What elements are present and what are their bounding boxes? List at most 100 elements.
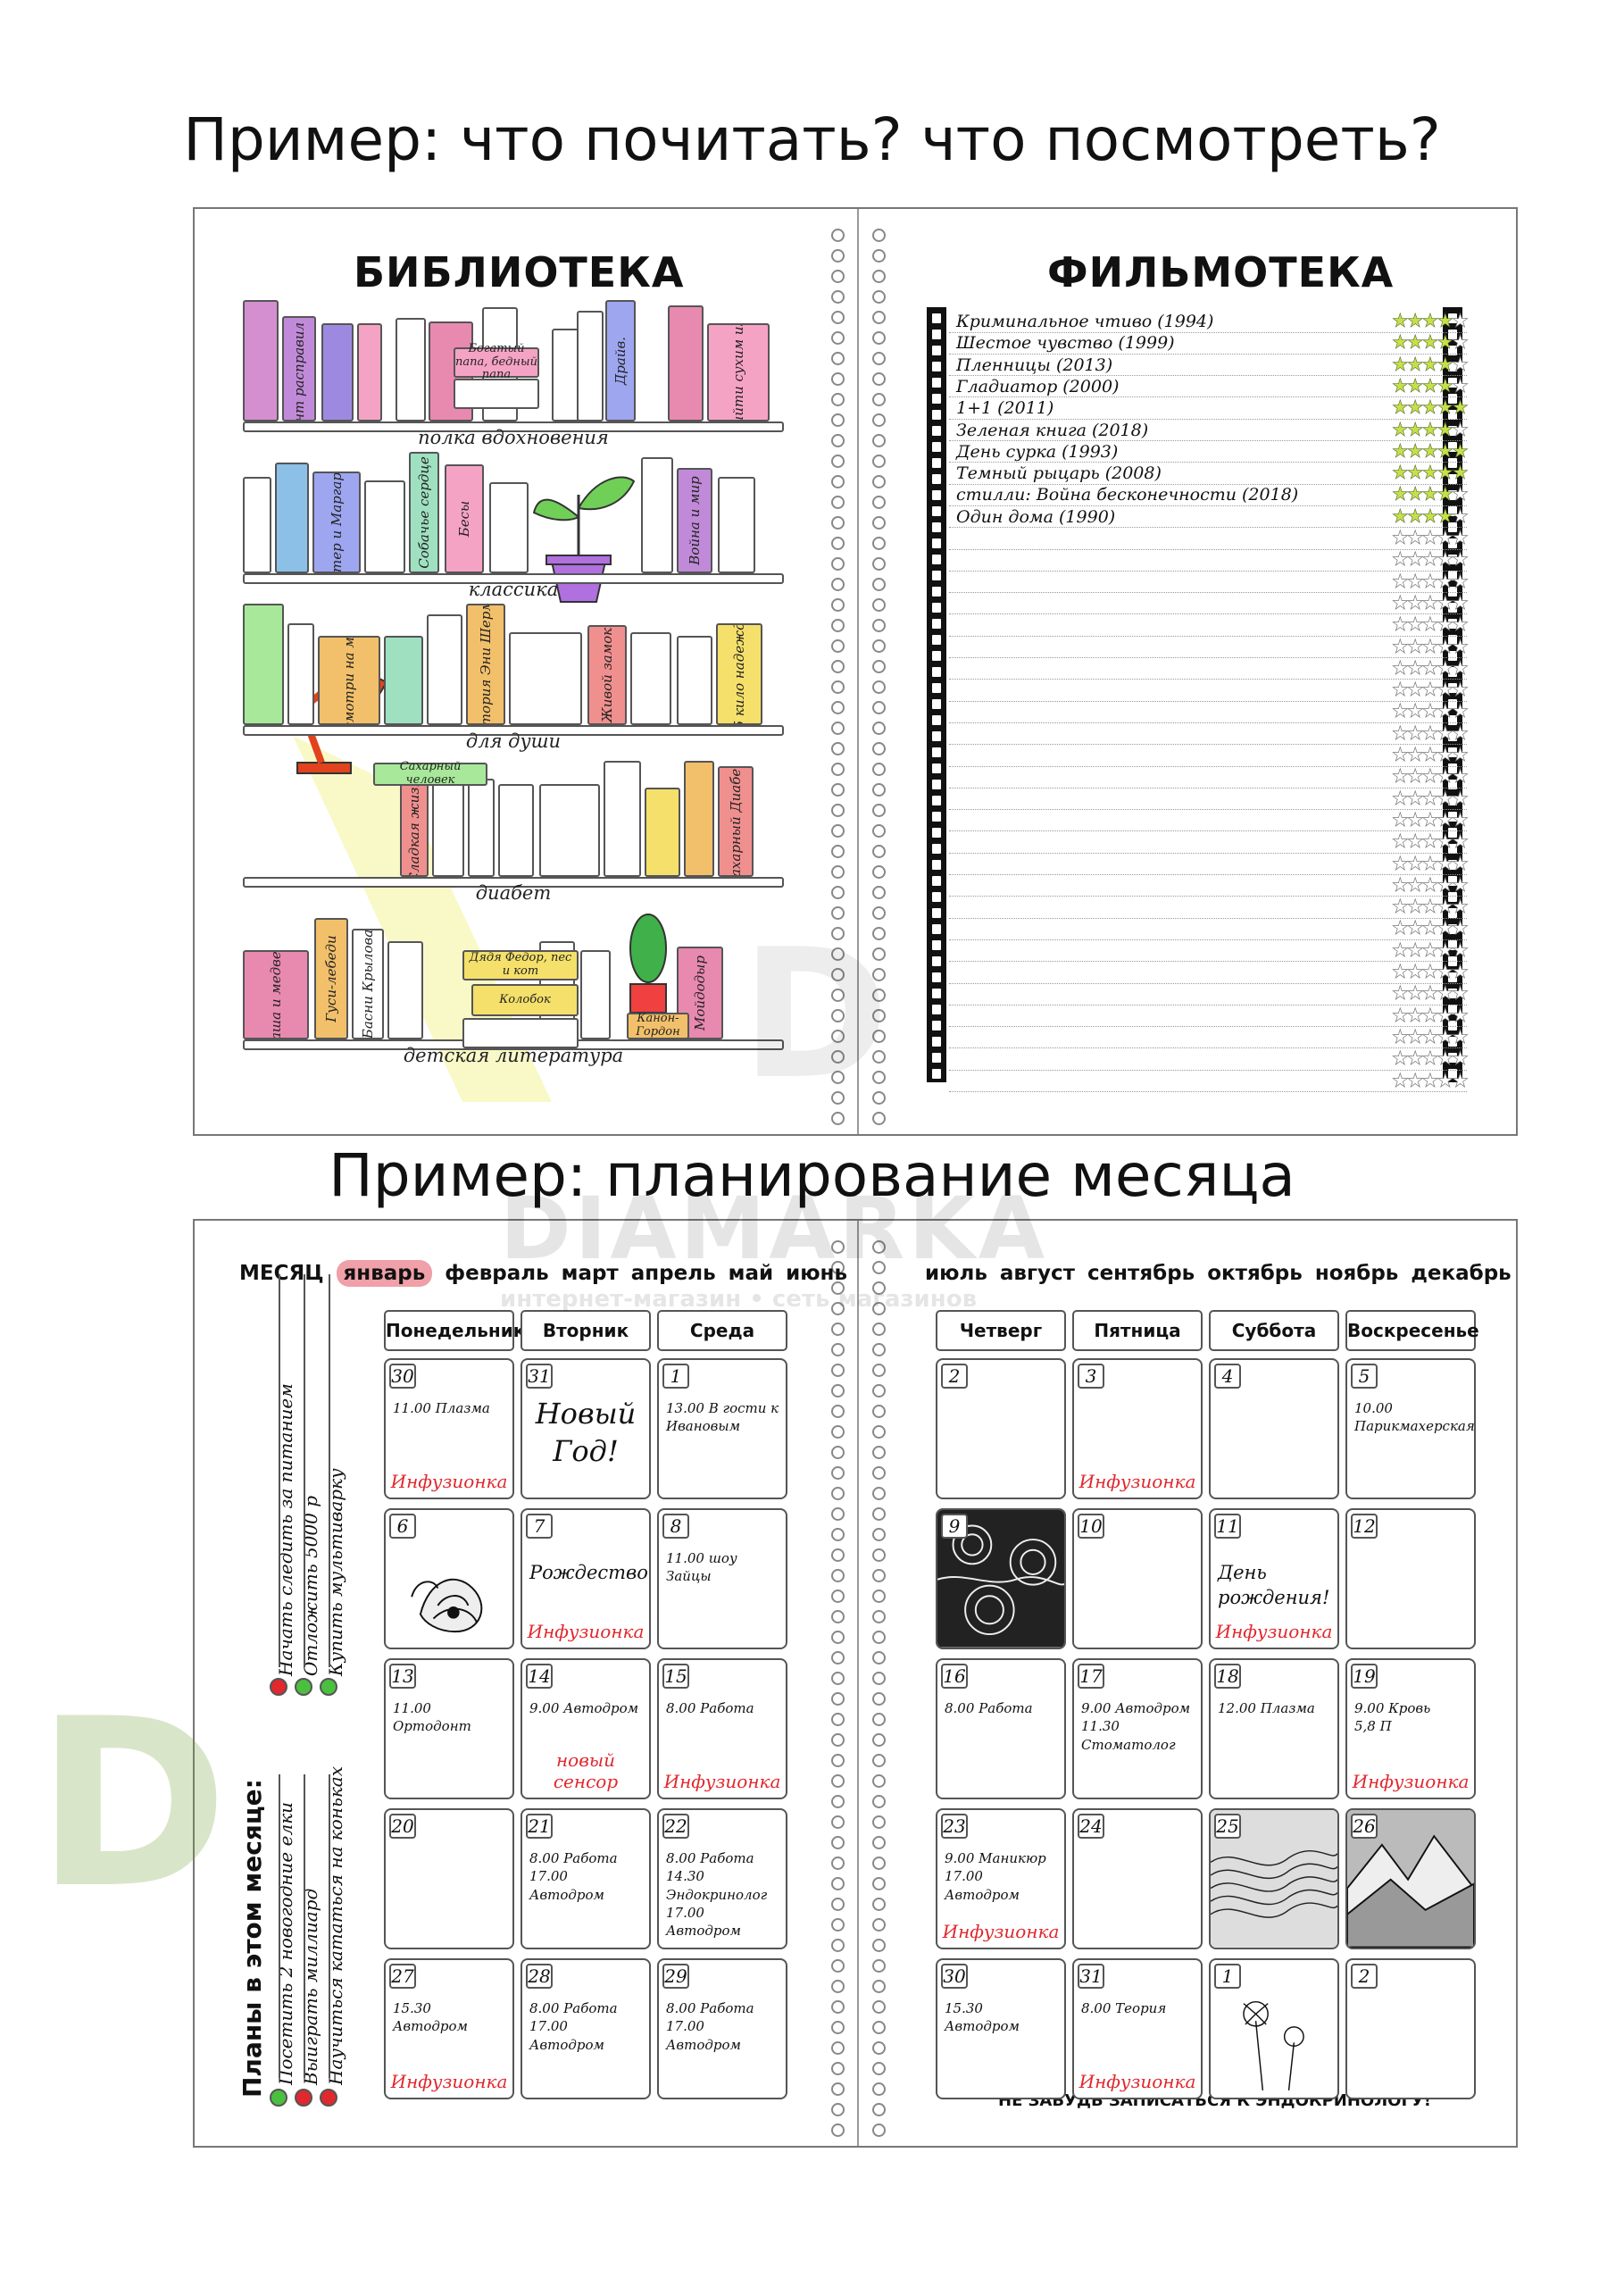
- star-icon[interactable]: ★: [1437, 1069, 1454, 1091]
- calendar-day-cell[interactable]: 10: [1072, 1508, 1203, 1649]
- star-icon[interactable]: ★: [1391, 527, 1410, 549]
- star-icon[interactable]: ★: [1406, 1069, 1424, 1091]
- star-icon[interactable]: ★: [1391, 961, 1410, 983]
- star-icon[interactable]: ★: [1406, 873, 1424, 896]
- star-icon[interactable]: ★: [1391, 505, 1409, 527]
- star-icon[interactable]: ★: [1406, 439, 1423, 462]
- star-icon[interactable]: ★: [1452, 505, 1470, 527]
- rating-stars[interactable]: ★★★★★: [1391, 439, 1470, 462]
- rating-stars[interactable]: ★★★★★: [1391, 310, 1470, 332]
- star-icon[interactable]: ★: [1452, 439, 1469, 462]
- star-icon[interactable]: ★: [1437, 396, 1453, 419]
- star-icon[interactable]: ★: [1452, 570, 1470, 592]
- star-icon[interactable]: ★: [1406, 331, 1423, 354]
- star-icon[interactable]: ★: [1437, 374, 1453, 397]
- star-icon[interactable]: ★: [1452, 873, 1470, 896]
- star-icon[interactable]: ★: [1452, 679, 1470, 701]
- star-icon[interactable]: ★: [1421, 873, 1439, 896]
- rating-stars[interactable]: ★★★★★: [1392, 396, 1470, 419]
- star-icon[interactable]: ★: [1452, 374, 1470, 397]
- star-icon[interactable]: ★: [1406, 982, 1424, 1005]
- star-icon[interactable]: ★: [1452, 1004, 1470, 1026]
- star-icon[interactable]: ★: [1452, 527, 1470, 549]
- star-icon[interactable]: ★: [1437, 656, 1454, 679]
- star-icon[interactable]: ★: [1391, 439, 1409, 462]
- star-icon[interactable]: ★: [1406, 591, 1424, 614]
- star-icon[interactable]: ★: [1391, 808, 1410, 831]
- star-icon[interactable]: ★: [1437, 570, 1454, 592]
- star-icon[interactable]: ★: [1406, 396, 1423, 419]
- star-icon[interactable]: ★: [1452, 418, 1470, 440]
- star-icon[interactable]: ★: [1406, 635, 1424, 657]
- rating-stars[interactable]: ★★★★★: [1392, 722, 1470, 744]
- month-август[interactable]: август: [999, 1262, 1075, 1285]
- star-icon[interactable]: ★: [1421, 527, 1439, 549]
- star-icon[interactable]: ★: [1452, 700, 1470, 722]
- star-icon[interactable]: ★: [1421, 505, 1438, 527]
- star-icon[interactable]: ★: [1421, 396, 1438, 419]
- rating-stars[interactable]: ★★★★★: [1392, 1025, 1470, 1048]
- star-icon[interactable]: ★: [1452, 961, 1470, 983]
- star-icon[interactable]: ★: [1437, 462, 1453, 484]
- star-icon[interactable]: ★: [1391, 1004, 1410, 1026]
- star-icon[interactable]: ★: [1452, 331, 1470, 354]
- star-icon[interactable]: ★: [1406, 852, 1424, 874]
- star-icon[interactable]: ★: [1391, 830, 1410, 853]
- star-icon[interactable]: ★: [1452, 635, 1470, 657]
- rating-stars[interactable]: ★★★★★: [1392, 765, 1470, 788]
- star-icon[interactable]: ★: [1421, 896, 1439, 918]
- star-icon[interactable]: ★: [1421, 917, 1439, 939]
- star-icon[interactable]: ★: [1406, 787, 1424, 809]
- star-icon[interactable]: ★: [1391, 591, 1410, 614]
- star-icon[interactable]: ★: [1421, 982, 1439, 1005]
- star-icon[interactable]: ★: [1421, 765, 1439, 788]
- rating-stars[interactable]: ★★★★★: [1391, 700, 1470, 722]
- star-icon[interactable]: ★: [1391, 353, 1409, 375]
- rating-stars[interactable]: ★★★★★: [1391, 1004, 1470, 1026]
- plan-status-dot[interactable]: [270, 1678, 287, 1696]
- star-icon[interactable]: ★: [1391, 331, 1409, 354]
- plan-status-dot[interactable]: [270, 2089, 287, 2107]
- calendar-day-cell[interactable]: 2: [1345, 1958, 1476, 2099]
- star-icon[interactable]: ★: [1452, 1047, 1470, 1070]
- rating-stars[interactable]: ★★★★★: [1392, 613, 1470, 636]
- star-icon[interactable]: ★: [1437, 635, 1454, 657]
- rating-stars[interactable]: ★★★★★: [1392, 852, 1470, 874]
- star-icon[interactable]: ★: [1452, 1025, 1470, 1048]
- month-июль[interactable]: июль: [925, 1262, 987, 1285]
- star-icon[interactable]: ★: [1406, 939, 1424, 961]
- star-icon[interactable]: ★: [1391, 418, 1409, 440]
- star-icon[interactable]: ★: [1437, 830, 1454, 853]
- month-декабрь[interactable]: декабрь: [1411, 1262, 1512, 1285]
- calendar-day-cell[interactable]: 26: [1345, 1808, 1476, 1949]
- star-icon[interactable]: ★: [1406, 765, 1424, 788]
- rating-stars[interactable]: ★★★★★: [1392, 1069, 1470, 1091]
- star-icon[interactable]: ★: [1391, 310, 1409, 332]
- star-icon[interactable]: ★: [1452, 744, 1470, 766]
- month-ноябрь[interactable]: ноябрь: [1314, 1262, 1399, 1285]
- star-icon[interactable]: ★: [1437, 765, 1454, 788]
- star-icon[interactable]: ★: [1406, 700, 1424, 722]
- star-icon[interactable]: ★: [1437, 722, 1454, 744]
- star-icon[interactable]: ★: [1421, 635, 1439, 657]
- star-icon[interactable]: ★: [1406, 483, 1423, 505]
- star-icon[interactable]: ★: [1437, 591, 1454, 614]
- rating-stars[interactable]: ★★★★★: [1391, 830, 1470, 853]
- calendar-day-cell[interactable]: 4: [1209, 1358, 1339, 1499]
- star-icon[interactable]: ★: [1452, 765, 1470, 788]
- star-icon[interactable]: ★: [1391, 700, 1410, 722]
- star-icon[interactable]: ★: [1452, 896, 1470, 918]
- star-icon[interactable]: ★: [1406, 808, 1424, 831]
